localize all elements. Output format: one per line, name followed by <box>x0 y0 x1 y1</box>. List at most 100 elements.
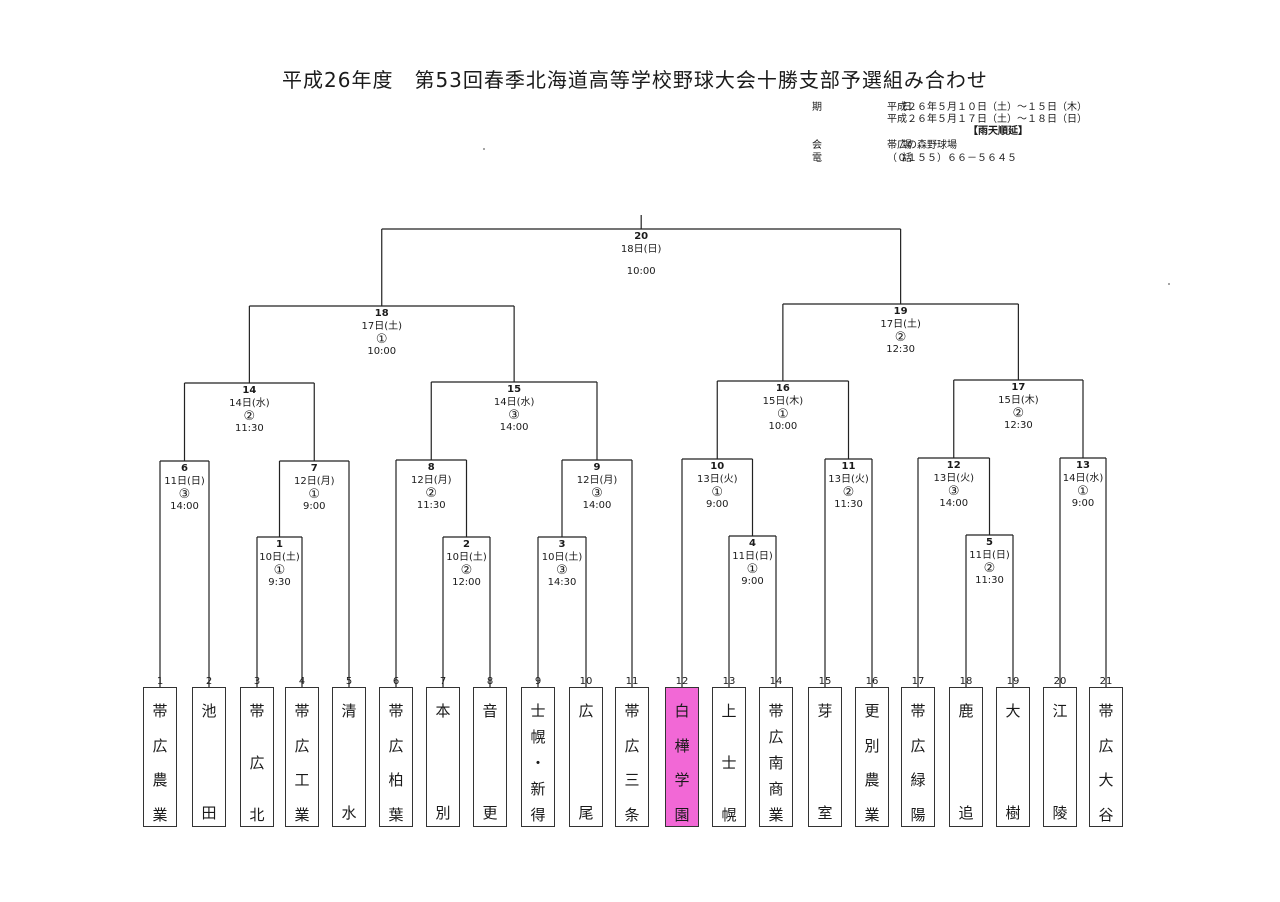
team-name-char: 陽 <box>910 805 926 824</box>
match-time: 14:00 <box>499 422 529 433</box>
match-no: 15 <box>507 384 522 395</box>
team-name-char: 業 <box>768 806 784 824</box>
team-number: 8 <box>486 676 494 687</box>
match-no: 17 <box>1011 382 1026 393</box>
team-name-char: 池 <box>201 702 217 720</box>
match-time: 12:30 <box>1003 420 1033 431</box>
team-name-char: 大 <box>1098 771 1114 790</box>
match-no: 10 <box>710 461 725 472</box>
match-no: 3 <box>558 539 566 550</box>
match-date: 11日(日) <box>969 549 1010 561</box>
team-number: 9 <box>534 676 542 687</box>
team-box: 帯広柏葉 <box>379 687 413 827</box>
team-name-char: 大 <box>1005 702 1021 720</box>
team-name-char: 別 <box>864 736 880 755</box>
team-name-char: 新 <box>530 780 546 798</box>
match-date: 17日(土) <box>880 318 921 330</box>
match-no: 13 <box>1076 460 1090 471</box>
team-name-char: 谷 <box>1098 805 1114 824</box>
team-number: 3 <box>253 676 261 687</box>
match-date: 13日(火) <box>696 473 738 485</box>
match-no: 7 <box>310 463 318 474</box>
team-name-char: 広 <box>1098 736 1114 755</box>
match-time: 11:30 <box>234 423 264 434</box>
match-no: 16 <box>775 383 790 394</box>
team-name-char: 帯 <box>152 702 168 720</box>
team-box: 清水 <box>332 687 366 827</box>
team-name-char: 帯 <box>624 702 640 720</box>
match-field: ② <box>983 561 996 576</box>
team-number: 18 <box>959 676 973 687</box>
match-time: 12:30 <box>886 344 916 355</box>
team-name-char: 帯 <box>388 702 404 720</box>
team-box: 広尾 <box>569 687 603 827</box>
match-time: 11:30 <box>975 575 1004 586</box>
match-date: 11日(日) <box>164 475 205 487</box>
match-date: 14日(水) <box>1062 472 1104 484</box>
team-box: 帯広農業 <box>143 687 177 827</box>
period-line-1: 平成２６年５月１０日（土）～１５日（木） <box>887 102 1087 113</box>
team-box: 本別 <box>426 687 460 827</box>
team-name-char: 業 <box>864 805 880 824</box>
match-date: 10日(土) <box>259 551 300 563</box>
match-no: 20 <box>634 231 649 242</box>
match-time: 11:30 <box>834 499 863 510</box>
match-date: 10日(土) <box>446 551 487 563</box>
team-name-char: 北 <box>249 806 265 824</box>
match-time: 11:30 <box>416 500 446 511</box>
team-number: 12 <box>675 676 689 687</box>
team-name-char: 工 <box>294 771 310 790</box>
match-field: ① <box>375 332 388 347</box>
team-name-char: 南 <box>768 754 784 772</box>
team-name-char: 士 <box>530 702 546 720</box>
team-name-char: 広 <box>152 736 168 755</box>
team-name-char: 士 <box>721 754 737 772</box>
team-number: 6 <box>392 676 400 687</box>
team-box: 鹿追 <box>949 687 983 827</box>
rain-note: 【雨天順延】 <box>968 126 1028 137</box>
match-date: 13日(火) <box>828 473 869 485</box>
team-name-char: 緑 <box>910 771 926 790</box>
team-number: 4 <box>298 676 306 687</box>
match-field: ① <box>711 485 724 500</box>
match-field: ① <box>273 563 286 578</box>
match-field: ③ <box>178 487 191 502</box>
team-box: 帯広工業 <box>285 687 319 827</box>
match-field: ③ <box>556 563 568 578</box>
team-name-char: 上 <box>721 702 737 720</box>
match-no: 6 <box>181 463 188 474</box>
match-field: ③ <box>508 408 520 423</box>
team-box: 大樹 <box>996 687 1030 827</box>
match-no: 11 <box>841 461 856 472</box>
match-field: ② <box>894 330 907 345</box>
match-field: ① <box>1077 484 1089 499</box>
team-name-char: 更 <box>864 702 880 720</box>
match-time: 10:00 <box>367 346 397 357</box>
team-name-char: 白 <box>674 702 690 720</box>
team-box: 江陵 <box>1043 687 1077 827</box>
match-field: ① <box>746 562 759 577</box>
match-time: 9:00 <box>303 501 326 512</box>
team-name-char: 広 <box>624 736 640 755</box>
team-number: 5 <box>345 676 353 687</box>
team-name-char: 帯 <box>910 702 926 720</box>
match-date: 17日(土) <box>361 320 403 332</box>
team-box: 帯広三条 <box>615 687 649 827</box>
match-no: 2 <box>463 539 470 550</box>
period-line-2: 平成２６年５月１７日（土）～１８日（日） <box>887 114 1087 125</box>
match-date: 15日(木) <box>762 395 804 407</box>
match-date: 13日(火) <box>933 472 975 484</box>
match-field: ② <box>243 409 256 424</box>
team-name-char: 商 <box>768 780 784 798</box>
team-name-char: 樺 <box>674 736 690 755</box>
phone-number: （０１５５）６６－５６４５ <box>887 153 1017 164</box>
team-box: 帯広北 <box>240 687 274 827</box>
team-name-char: 清 <box>341 702 357 720</box>
